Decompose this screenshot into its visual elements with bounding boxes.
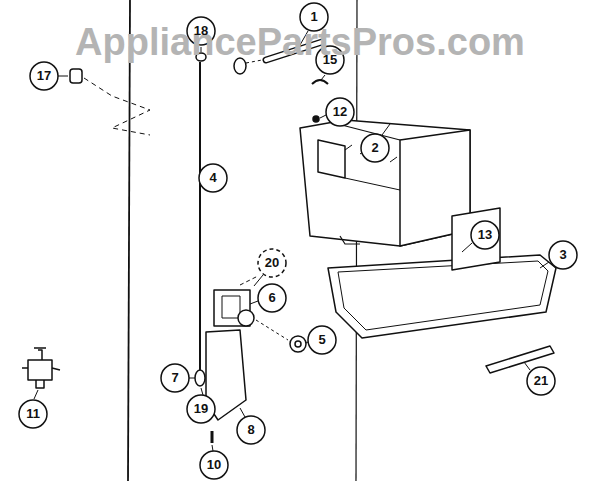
watermark: AppliancePartsPros.com — [75, 21, 525, 64]
callout-number: 20 — [258, 249, 286, 277]
callout-number: 4 — [199, 164, 227, 192]
ice-maker-body — [300, 120, 470, 246]
clip — [312, 80, 328, 84]
dashed-path — [256, 320, 288, 340]
liner-line — [128, 0, 130, 481]
ice-bin — [328, 255, 556, 338]
valve-coil — [222, 296, 240, 318]
callout-number: 5 — [308, 326, 336, 354]
callout-number: 2 — [361, 134, 389, 162]
screw — [313, 116, 319, 122]
dashed-path — [84, 78, 150, 135]
callout-number: 15 — [316, 46, 344, 74]
callout-number: 6 — [258, 284, 286, 312]
valve-inlet — [238, 310, 254, 326]
nut — [290, 336, 306, 352]
callout-number: 12 — [326, 98, 354, 126]
grommet — [70, 69, 82, 83]
mounting-tab — [340, 236, 360, 244]
mold-edge — [345, 178, 400, 190]
callout-number: 3 — [549, 241, 577, 269]
screw — [211, 431, 214, 443]
callout-number: 1 — [300, 3, 328, 31]
callout-number: 17 — [30, 62, 58, 90]
callout-number: 10 — [200, 451, 228, 479]
callout-number: 18 — [187, 17, 215, 45]
callout-number: 7 — [161, 364, 189, 392]
callout-number: 19 — [187, 395, 215, 423]
callout-number: 21 — [527, 367, 555, 395]
nut-hole — [295, 341, 301, 347]
saddle-valve-parts — [22, 348, 60, 388]
callout-number: 11 — [19, 400, 47, 428]
bail-arm — [452, 208, 500, 270]
saddle-valve — [28, 360, 52, 380]
callout-circles — [19, 3, 577, 479]
leader-lines — [34, 31, 549, 451]
callout-number: 8 — [237, 416, 265, 444]
callout-number: 13 — [471, 221, 499, 249]
ice-bin-rim — [338, 261, 548, 330]
water-tube — [199, 62, 201, 372]
fill-cup — [318, 140, 345, 178]
clamp — [195, 370, 205, 386]
